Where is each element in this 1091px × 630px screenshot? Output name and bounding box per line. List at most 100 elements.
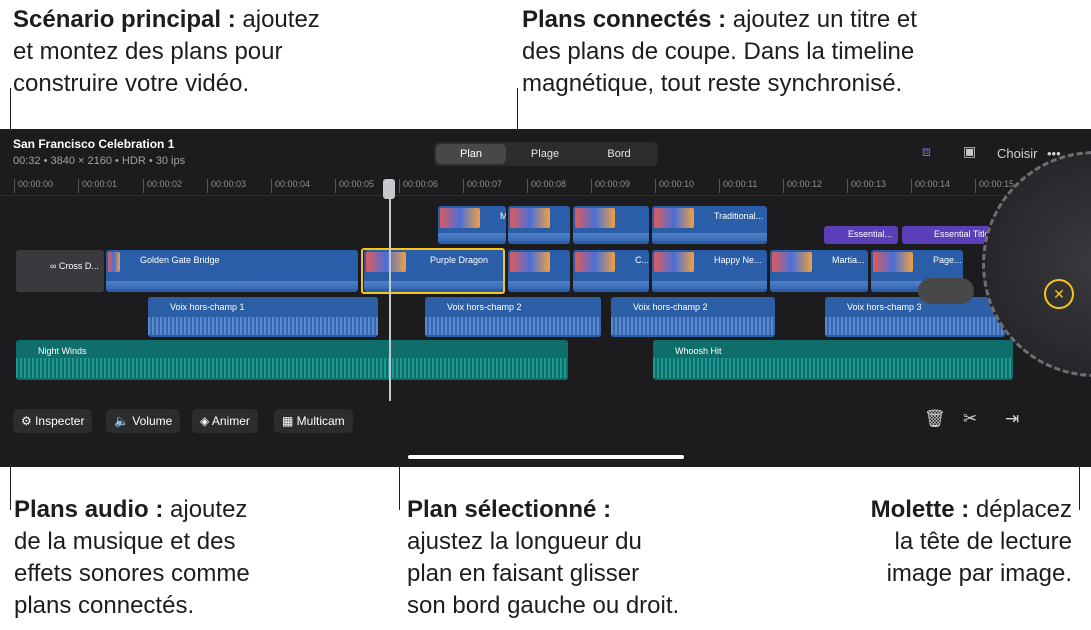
callout-main-l1: ajoutez [235,6,320,33]
split-icon[interactable]: ✂ [963,409,978,428]
clip-thumbnail [654,208,694,228]
waveform [364,281,504,289]
primary-clip-golden-gate[interactable]: Golden Gate Bridge [106,250,358,292]
animate-label: Animer [211,414,250,428]
home-indicator[interactable] [408,455,684,459]
callout-audio-clips: Plans audio : ajoutez de la musique et d… [14,494,250,622]
callout-dial-l3: image par image. [886,560,1072,587]
snap-toggle[interactable] [918,278,974,304]
primary-clip[interactable]: Martia... [770,250,868,292]
callout-audio-l4: plans connectés. [14,592,195,619]
callout-selected-l2: ajustez la longueur du [407,528,642,555]
callout-selected-l3: plan en faisant glisser [407,560,640,587]
choose-button[interactable]: Choisir [997,146,1038,161]
selected-clip-frame[interactable] [361,248,505,294]
tick: 00:00:05 [335,179,374,193]
title-clip[interactable]: Essential... [824,226,898,244]
playhead-handle[interactable] [383,179,395,199]
clip-appearance-icon[interactable]: ▣ [963,143,977,159]
waveform [573,233,649,241]
voiceover-clip[interactable]: Voix hors-champ 1 [148,297,378,337]
waveform [652,233,767,241]
transition-clip[interactable]: ∞ Cross D... [16,250,104,292]
voiceover-clip[interactable]: Voix hors-champ 3 [825,297,1005,337]
inspector-button[interactable]: ⚙ Inspecter [13,409,93,433]
callout-main-title: Scénario principal : [13,6,236,33]
clip-label: Happy Ne... [714,255,762,265]
clip-label: ∞ Cross D... [50,261,99,271]
connected-clip[interactable] [573,206,649,244]
trash-icon[interactable]: 🗑 [924,409,946,428]
close-dial-icon[interactable]: ✕ [1044,279,1074,309]
callout-audio-l2: de la musique et des [14,528,236,555]
waveform [438,233,506,241]
callout-connected-l3: magnétique, tout reste synchronisé. [522,70,903,97]
time-ruler[interactable]: 00:00:00 00:00:01 00:00:02 00:00:03 00:0… [0,173,1091,196]
clip-label: Voix hors-champ 2 [447,302,522,312]
edit-mode-control: Plan Plage Bord [434,142,658,166]
clip-thumbnail [873,252,913,272]
clip-label: Martia... [832,255,865,265]
primary-clip[interactable]: C... [573,250,649,292]
detach-icon[interactable]: ⇥ [1005,409,1020,428]
callout-main-l2: et montez des plans pour [13,38,283,65]
waveform [106,281,358,289]
segment-bord[interactable]: Bord [607,148,631,160]
callout-selected-clip: Plan sélectionné : ajustez la longueur d… [407,494,679,622]
tick: 00:00:09 [591,179,630,193]
tick: 00:00:08 [527,179,566,193]
volume-label: Volume [132,414,173,428]
volume-button[interactable]: 🔈 Volume [106,409,181,433]
clip-label: M [500,211,506,221]
segment-plage[interactable]: Plage [530,148,560,160]
tick: 00:00:14 [911,179,950,193]
callout-jog-dial: Molette : déplacez la tête de lecture im… [790,494,1072,590]
clip-label: Voix hors-champ 1 [170,302,245,312]
animate-button[interactable]: ◈ Animer [192,409,258,433]
connected-clip[interactable]: M [438,206,506,244]
tick: 00:00:03 [207,179,246,193]
segment-plan[interactable]: Plan [436,144,506,164]
waveform [573,281,649,289]
callout-selected-l4: son bord gauche ou droit. [407,592,680,619]
primary-clip-purple-dragon[interactable]: Purple Dragon [364,250,504,292]
callout-audio-title: Plans audio : [14,496,164,523]
leader-dial [1079,424,1080,510]
callout-selected-title: Plan sélectionné : [407,496,612,523]
clip-label: Golden Gate Bridge [140,255,220,265]
primary-clip[interactable]: Happy Ne... [652,250,767,292]
clip-thumbnail [575,208,615,228]
music-clip-whoosh-hit[interactable]: Whoosh Hit [653,340,1013,380]
clip-label: Essential Title [934,229,990,239]
tick: 00:00:04 [271,179,310,193]
callout-dial-l2: la tête de lecture [894,528,1072,555]
clip-label: Whoosh Hit [675,346,722,356]
clip-thumbnail [772,252,812,272]
tick: 00:00:07 [463,179,502,193]
voiceover-clip[interactable]: Voix hors-champ 2 [425,297,601,337]
primary-clip[interactable] [508,250,570,292]
waveform [871,281,963,289]
clip-label: Purple Dragon [430,255,489,265]
tick: 00:00:02 [143,179,182,193]
callout-dial-title: Molette : [870,496,970,523]
connected-clip[interactable]: Traditional... [652,206,767,244]
title-clip[interactable]: Essential Title [902,226,1002,244]
waveform [611,317,775,335]
connected-clip[interactable] [508,206,570,244]
waveform [508,233,570,241]
music-clip-night-winds[interactable]: Night Winds [16,340,568,380]
callout-connected-title: Plans connectés : [522,6,727,33]
playhead[interactable] [389,181,391,401]
multicam-button[interactable]: ▦ Multicam [274,409,353,433]
tick: 00:00:06 [399,179,438,193]
clip-label: Essential... [848,229,893,239]
clip-label: Voix hors-champ 2 [633,302,708,312]
clip-thumbnail [440,208,480,228]
snapping-icon[interactable]: ⧈ [922,143,931,159]
clip-label: C... [635,255,649,265]
primary-clip[interactable]: Page... [871,250,963,292]
voiceover-clip[interactable]: Voix hors-champ 2 [611,297,775,337]
clip-thumbnail [510,208,550,228]
callout-audio-l1: ajoutez [163,496,248,523]
